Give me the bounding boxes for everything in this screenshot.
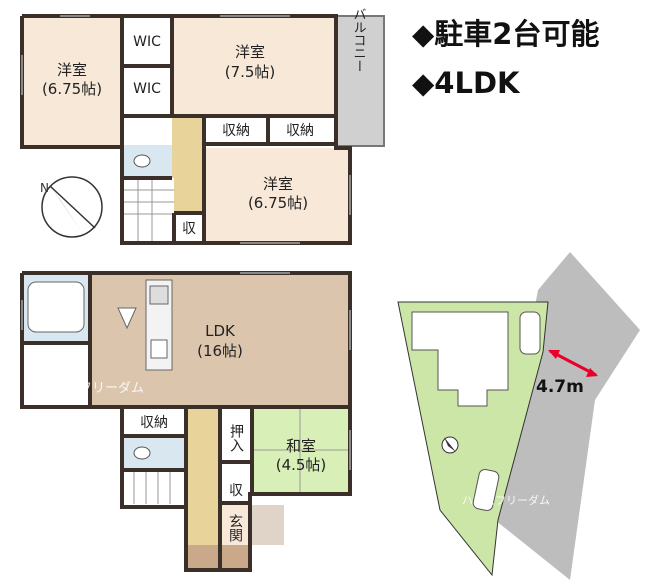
ldk-size: (16帖) [197, 342, 243, 360]
western-left-size: (6.75帖) [42, 80, 102, 98]
floor-watermark: ハウスフリーダム [40, 381, 144, 396]
car-icon-bottom [472, 468, 500, 512]
toilet-1f-icon [133, 446, 151, 460]
western-center-size: (7.5帖) [225, 63, 276, 81]
entrance-label: 玄関 [227, 513, 243, 543]
storage-b-room [270, 116, 332, 144]
storage-small-2f-room [174, 213, 204, 241]
second-floor-plan: 洋室 (6.75帖) WIC WIC 洋室 (7.5帖) 収納 収納 洋室 (6… [20, 8, 385, 245]
wic-bottom-label: WIC [133, 81, 161, 97]
toilet-icon [133, 154, 151, 168]
hall-1f [186, 407, 220, 567]
closet-label: 押入 [228, 424, 244, 452]
stair-steps-1f [133, 470, 171, 504]
storage-a-label: 収納 [222, 123, 250, 139]
house-footprint [411, 311, 509, 407]
compass-icon: N [40, 176, 103, 238]
tatami-lines [252, 407, 350, 494]
bathtub-icon [27, 281, 85, 333]
washroom [22, 343, 90, 407]
windows-1f [21, 272, 351, 470]
ldk-name: LDK [205, 322, 236, 340]
fridge-icon [117, 307, 137, 330]
storage-b-label: 収納 [286, 123, 314, 139]
ldk-room [90, 275, 350, 407]
north-arrow-icon [441, 436, 459, 454]
headline-layout: ◆4LDK [412, 66, 521, 100]
western-room-left [22, 16, 122, 145]
porch-step [250, 505, 284, 545]
first-floor-plan: LDK (16帖) 和室 (4.5帖) 収納 押入 収 玄関 ハウスフリーダム [20, 271, 352, 572]
closet-room [220, 407, 252, 462]
western-room-lower [204, 148, 350, 241]
storage-small-1f-room [220, 475, 252, 503]
wic-bottom-room [122, 66, 172, 116]
western-center-name: 洋室 [235, 43, 265, 61]
site-plan: 4.7m ハウスフリーダム [397, 252, 640, 580]
stairs-1f [122, 470, 186, 504]
site-watermark: ハウスフリーダム [462, 493, 550, 507]
western-lower-name: 洋室 [263, 175, 293, 193]
walls-2f [20, 14, 352, 245]
site-lot [397, 301, 549, 577]
arrow-head-left [548, 350, 560, 359]
storage-1f-label: 収納 [140, 415, 168, 431]
storage-a-room [204, 116, 266, 144]
toilet-1f [122, 437, 186, 469]
western-room-center [172, 16, 336, 116]
storage-small-1f-label: 収 [229, 483, 243, 499]
headline-parking: ◆駐車2台可能 [412, 17, 599, 51]
arrow-head-right [586, 368, 598, 377]
wic-top-room [122, 16, 172, 66]
balcony-label: バルコニー [351, 8, 367, 73]
japanese-name: 和室 [286, 437, 316, 455]
wic-top-label: WIC [133, 34, 161, 50]
stove-icon [149, 285, 169, 305]
walls-1f [20, 271, 352, 572]
road-width-label: 4.7m [536, 377, 584, 397]
western-left-name: 洋室 [57, 61, 87, 79]
sink-icon [150, 339, 168, 359]
western-lower-size: (6.75帖) [248, 194, 308, 212]
svg-text:N: N [40, 181, 49, 195]
storage-small-2f-label: 収 [182, 221, 196, 237]
storage-1f-room [122, 407, 186, 435]
car-icon-top [519, 311, 541, 355]
japanese-size: (4.5帖) [276, 456, 327, 474]
windows-2f [21, 15, 351, 244]
stairs-2f [122, 178, 174, 241]
stair-steps-2f [122, 178, 174, 241]
